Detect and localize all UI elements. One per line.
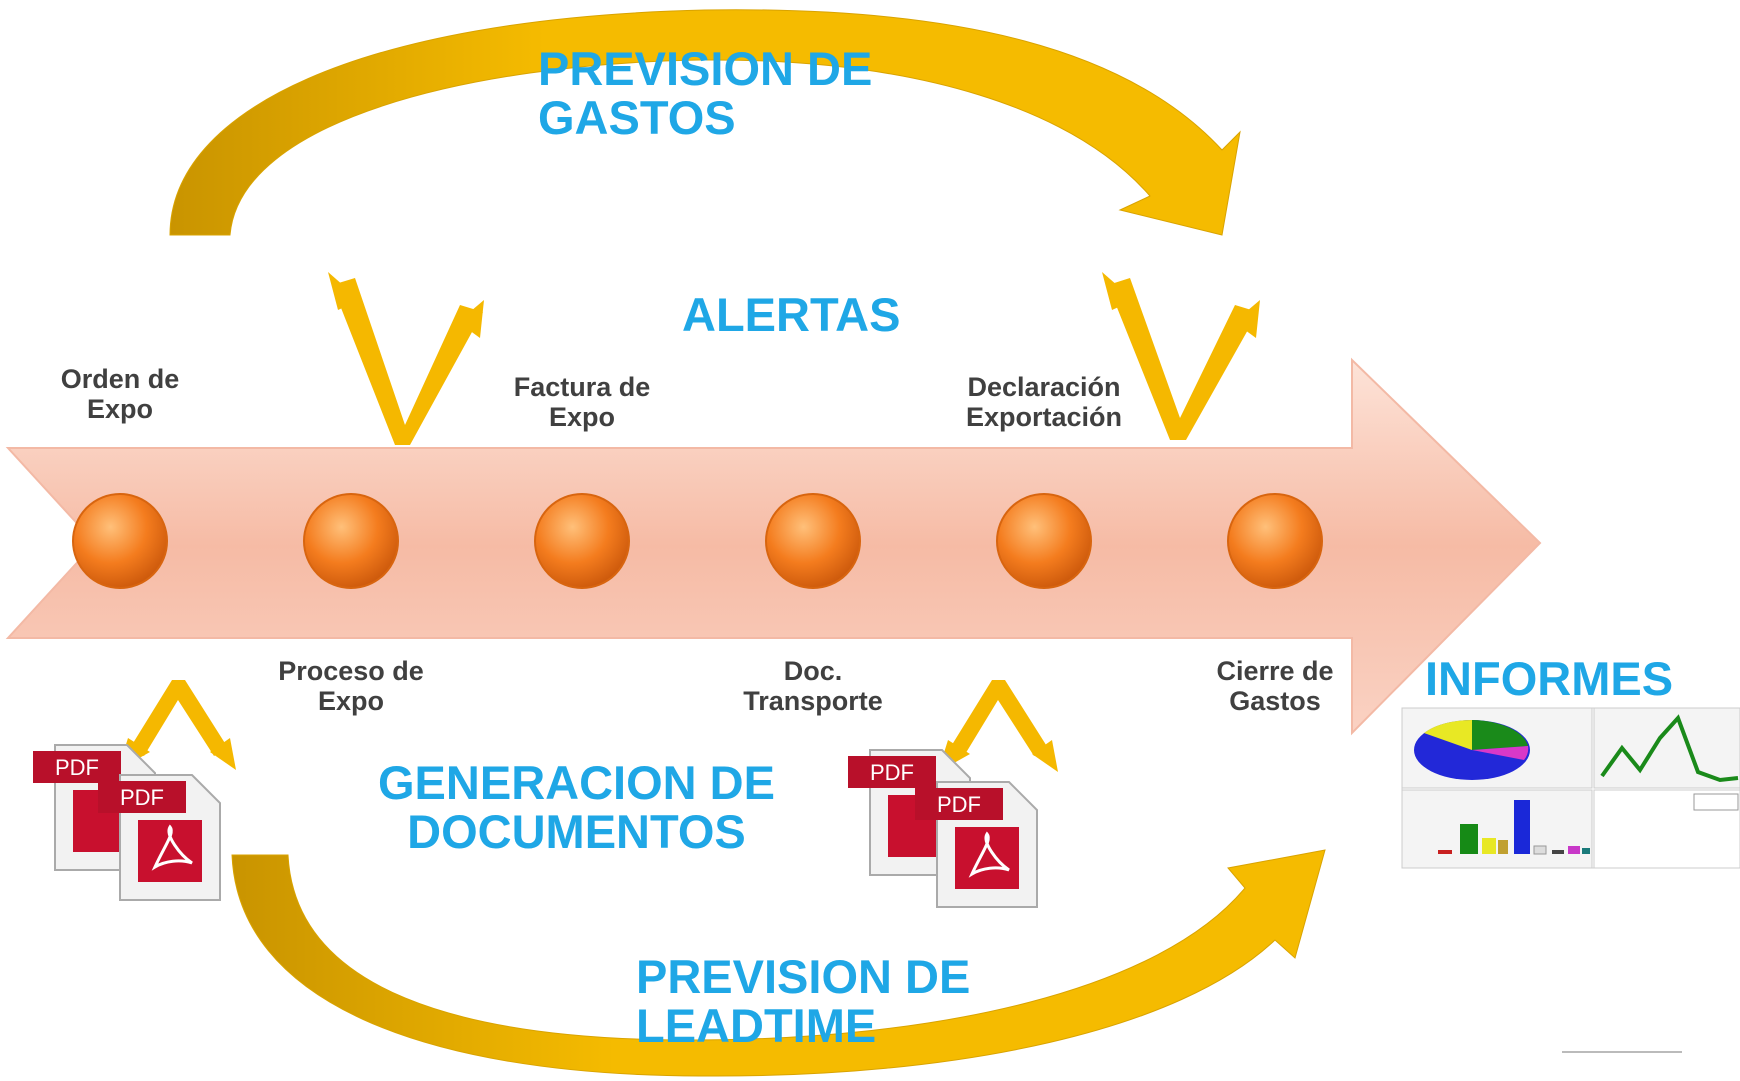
pdf-icons-left: PDF PDF (33, 744, 221, 901)
title-generacion-documentos: GENERACION DE DOCUMENTOS (378, 756, 775, 859)
alert-check-right-head-a (1102, 272, 1134, 310)
stage-label-proceso-expo: Proceso de Expo (278, 656, 424, 717)
pdf-badge-label: PDF (120, 785, 164, 810)
alert-check-right-head-b (1234, 300, 1260, 338)
milestone-3 (534, 493, 630, 589)
stage-label-doc-transporte: Doc. Transporte (743, 656, 883, 717)
alert-check-left-head-a (328, 272, 360, 310)
line-chart-graphic (1600, 714, 1739, 783)
stage-label-cierre-gastos: Cierre de Gastos (1216, 656, 1334, 717)
milestone-5 (996, 493, 1092, 589)
milestone-1 (72, 493, 168, 589)
pdf-icons-right: PDF PDF (848, 749, 1038, 908)
top-curved-arrow (169, 9, 1241, 236)
alert-check-left-head-b (458, 300, 484, 338)
pdf-file-icon: PDF (915, 781, 1038, 908)
stage-label-orden-expo: Orden de Expo (60, 364, 180, 425)
bar-chart-panel (1401, 789, 1593, 869)
alert-check-right (1108, 278, 1258, 440)
title-prevision-leadtime: PREVISION DE LEADTIME (636, 950, 971, 1053)
bar-chart-graphic (1438, 800, 1590, 855)
doc-caret-right (950, 680, 1048, 756)
bottom-curved-arrow (231, 849, 1326, 1077)
title-prevision-gastos: PREVISION DE GASTOS (538, 42, 873, 145)
pdf-badge-label: PDF (870, 760, 914, 785)
line-chart-panel (1593, 707, 1740, 789)
doc-caret-left (130, 680, 228, 756)
milestone-6 (1227, 493, 1323, 589)
title-informes: INFORMES (1425, 652, 1674, 705)
pdf-badge-label: PDF (55, 755, 99, 780)
milestone-4 (765, 493, 861, 589)
pdf-badge-label: PDF (937, 792, 981, 817)
report-thumbnail (1401, 707, 1740, 869)
alert-check-left (332, 278, 483, 445)
doc-caret-left-head-b (210, 738, 236, 770)
stage-label-declaracion-exportacion: Declaración Exportación (965, 372, 1123, 433)
stage-label-factura-expo: Factura de Expo (513, 372, 651, 433)
doc-caret-right-head-b (1032, 740, 1058, 772)
milestones (72, 493, 1323, 589)
milestone-2 (303, 493, 399, 589)
title-alertas: ALERTAS (682, 288, 901, 341)
pdf-file-icon: PDF (98, 774, 221, 901)
